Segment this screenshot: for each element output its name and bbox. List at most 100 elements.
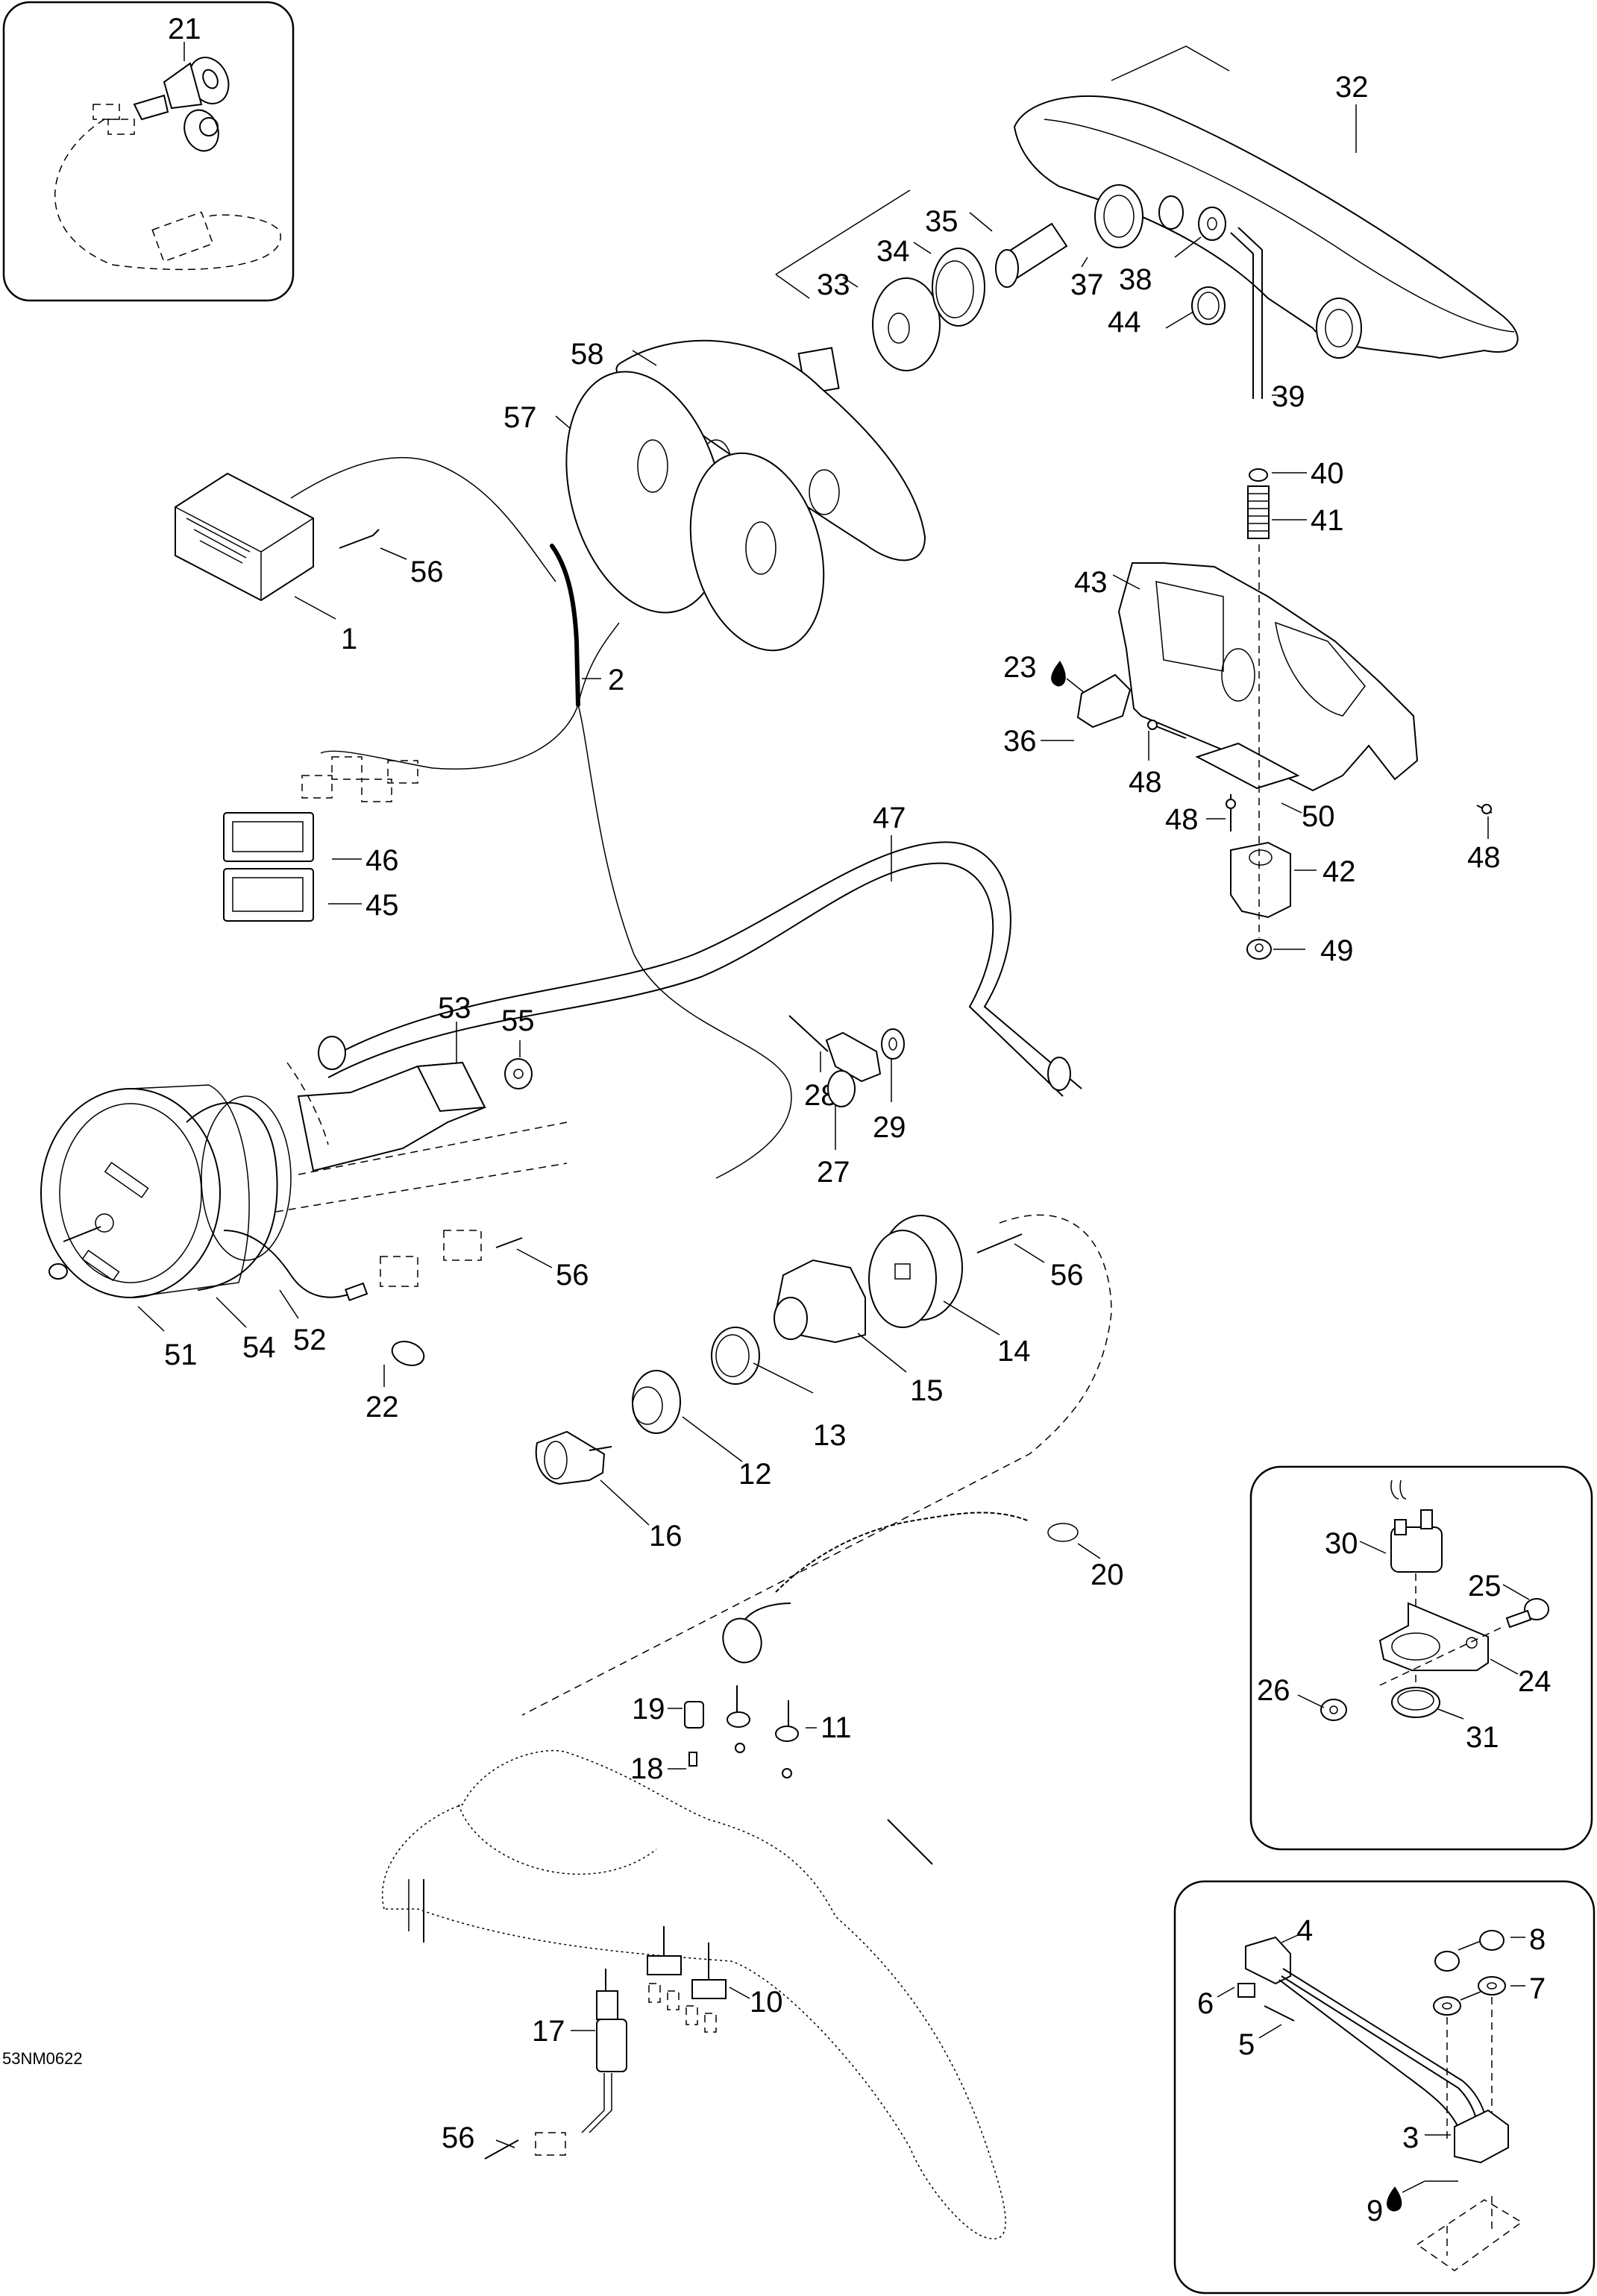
part-56-terminal-a[interactable]	[339, 529, 380, 549]
part-56-terminal-b[interactable]	[495, 1237, 523, 1248]
part-33-rubber-boot[interactable]	[872, 277, 941, 371]
callout-48a: 48	[1129, 766, 1162, 799]
wire-to-connector	[290, 456, 556, 582]
callout-20: 20	[1091, 1559, 1124, 1591]
part-8-nuts[interactable]	[1434, 1930, 1505, 1972]
part-6-clip[interactable]	[1237, 1983, 1255, 1998]
part-18-screw[interactable]	[688, 1752, 697, 1767]
part-5-pin[interactable]	[1264, 2005, 1295, 2022]
part-13-ring[interactable]	[711, 1327, 760, 1385]
part-49-nut[interactable]	[1246, 939, 1272, 960]
part-43-support-bracket[interactable]	[1117, 562, 1419, 792]
part-41-spring[interactable]	[1247, 485, 1270, 539]
part-51-speedometer-gauge[interactable]	[40, 1084, 250, 1298]
part-25-bolt[interactable]	[1505, 1598, 1549, 1629]
callout-11: 11	[821, 1711, 852, 1744]
inset-frame	[1173, 1880, 1596, 2295]
callout-22: 22	[365, 1391, 399, 1424]
part-16-key[interactable]	[535, 1430, 612, 1485]
part-38-grommet[interactable]	[1198, 207, 1226, 241]
callout-6: 6	[1197, 1987, 1214, 2020]
callout-56a: 56	[410, 556, 444, 588]
callout-56b: 56	[556, 1259, 589, 1292]
callout-15: 15	[910, 1374, 944, 1407]
part-36-clip[interactable]	[1076, 673, 1132, 729]
callout-58: 58	[571, 338, 604, 371]
part-48-rivet-c[interactable]	[1476, 804, 1493, 814]
part-48-rivet-a[interactable]	[1147, 720, 1187, 739]
part-29-washer[interactable]	[881, 1028, 905, 1060]
part-27-angle-drive[interactable]	[825, 1031, 882, 1107]
callout-34: 34	[876, 235, 910, 268]
part-56-terminal-c[interactable]	[976, 1233, 1023, 1254]
callout-4: 4	[1296, 1914, 1313, 1947]
part-9-sealant-drop[interactable]	[1387, 2186, 1402, 2212]
part-22-bulb[interactable]	[389, 1337, 427, 1369]
part-56-terminal-d[interactable]	[484, 2139, 519, 2160]
part-50-plate[interactable]	[1195, 742, 1300, 790]
callout-35: 35	[925, 205, 958, 238]
regulator-wires	[1278, 1968, 1490, 2141]
part-24-bracket[interactable]	[1378, 1602, 1489, 1671]
part-55-nut[interactable]	[504, 1058, 533, 1089]
callout-8: 8	[1529, 1923, 1546, 1956]
part-21-key-switch[interactable]	[133, 51, 236, 155]
part-20-lanyard[interactable]	[717, 1512, 1079, 1667]
part-30-sensor[interactable]	[1390, 1479, 1443, 1573]
callout-44: 44	[1108, 306, 1141, 339]
part-52-bulb-socket-wire[interactable]	[223, 1230, 368, 1301]
part-53-bracket[interactable]	[297, 1061, 486, 1172]
console-outline-dotted	[382, 1749, 1006, 2240]
part-57-gauge-disc[interactable]	[542, 354, 844, 666]
callout-14: 14	[997, 1335, 1031, 1368]
part-10-push-switches[interactable]	[647, 1926, 727, 1999]
part-3-regulator[interactable]	[1454, 2109, 1509, 2164]
part-4-connector[interactable]	[1245, 1936, 1291, 1985]
part-31-lock-ring[interactable]	[1391, 1687, 1440, 1718]
gauge-connectors-dashed	[380, 1230, 482, 1287]
part-28-drive-shaft[interactable]	[788, 1015, 829, 1052]
callout-18: 18	[630, 1752, 664, 1785]
part-17-gauge-sender[interactable]	[535, 1969, 627, 2156]
callout-5: 5	[1238, 2028, 1255, 2061]
part-39-adjust-rod[interactable]	[1230, 227, 1263, 399]
part-2-harness-sleeve[interactable]	[550, 544, 580, 707]
part-47-speedometer-cable[interactable]	[318, 841, 1082, 1097]
part-26-nut[interactable]	[1320, 1699, 1347, 1721]
part-42-knob[interactable]	[1230, 841, 1291, 919]
part-7-washers[interactable]	[1433, 1976, 1506, 2016]
harness-branch-upper	[577, 622, 620, 705]
callout-9: 9	[1367, 2195, 1383, 2227]
part-34-retainer-ring[interactable]	[932, 248, 985, 327]
part-44-spring-clip[interactable]	[1191, 286, 1226, 325]
callout-40: 40	[1311, 457, 1344, 490]
part-1-connector-housing[interactable]	[175, 472, 314, 602]
callout-36: 36	[1003, 725, 1037, 758]
part-46-rocker-switch[interactable]	[223, 812, 314, 862]
harness-branch-left	[320, 704, 579, 770]
callout-54: 54	[242, 1331, 276, 1364]
part-54-retaining-ring[interactable]	[186, 1095, 292, 1291]
part-45-rocker-switch[interactable]	[223, 868, 314, 922]
part-35-bulb[interactable]	[995, 222, 1068, 288]
part-19-lanyard-post[interactable]	[684, 1701, 704, 1729]
callout-56c: 56	[1050, 1259, 1084, 1292]
part-14-switch-body[interactable]	[868, 1215, 963, 1328]
part-48-rivet-b[interactable]	[1226, 794, 1236, 831]
callout-57: 57	[503, 401, 537, 434]
callout-7: 7	[1529, 1972, 1546, 2005]
part-11-toggle-switch[interactable]	[727, 1685, 799, 1778]
part-15-ignition-switch[interactable]	[774, 1259, 866, 1344]
part-12-lock-cylinder[interactable]	[632, 1370, 681, 1434]
callout-10: 10	[750, 1986, 783, 2019]
harness-branch-right	[577, 704, 792, 1179]
part-40-washer[interactable]	[1249, 468, 1268, 482]
part-23-lubricant-drop[interactable]	[1051, 661, 1066, 687]
callout-42: 42	[1323, 855, 1356, 888]
callout-17: 17	[532, 2015, 565, 2048]
callout-47: 47	[873, 802, 906, 834]
inset-frame	[1249, 1465, 1593, 1851]
drawing-code: 53NM0622	[2, 2049, 83, 2068]
part-32-headlight-housing[interactable]	[1013, 95, 1519, 359]
callout-31: 31	[1466, 1721, 1499, 1754]
